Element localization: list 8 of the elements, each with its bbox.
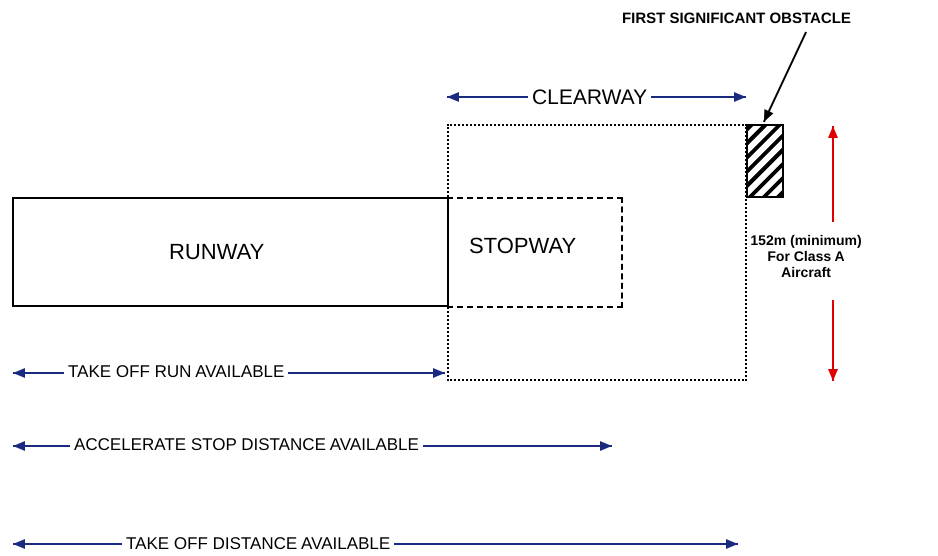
obstacle-label: FIRST SIGNIFICANT OBSTACLE: [622, 10, 851, 27]
runway-box: [12, 197, 449, 307]
obstacle-block: [746, 124, 784, 198]
leader-line: [762, 32, 807, 122]
dimension-label: 152m (minimum) For Class A Aircraft: [749, 232, 863, 280]
stopway-label: STOPWAY: [469, 233, 576, 259]
stopway-box: [447, 197, 623, 308]
runway-label: RUNWAY: [169, 239, 264, 265]
